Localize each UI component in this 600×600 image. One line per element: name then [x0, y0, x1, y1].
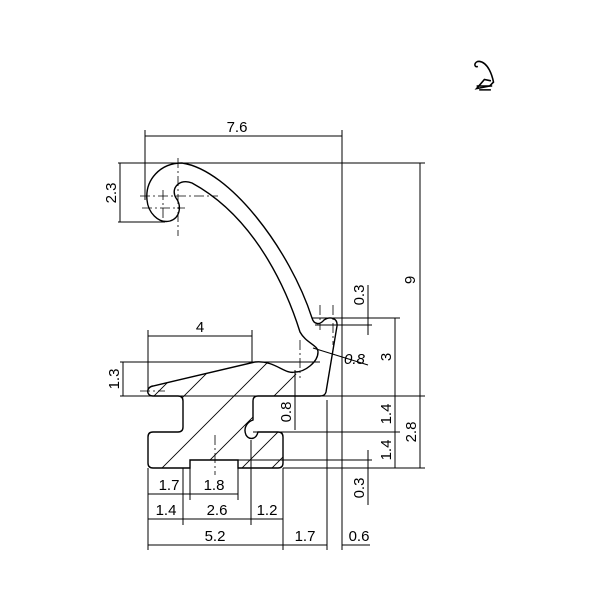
dim-right-offset: 0.6	[349, 528, 370, 545]
dim-slope-height: 1.3	[106, 369, 123, 390]
dim-slope-length: 4	[196, 319, 204, 336]
dim-neck-width: 2.6	[207, 502, 228, 519]
dim-base-width: 5.2	[205, 528, 226, 545]
dim-hook-height: 2.3	[103, 183, 120, 204]
dim-lower-base: 1.4	[378, 440, 395, 461]
dim-tip-height: 3	[378, 353, 395, 361]
dim-tip-offset: 0.3	[351, 285, 368, 306]
dim-right-flange: 1.2	[257, 502, 278, 519]
dim-overall-height: 9	[402, 276, 419, 284]
dimension-lines	[118, 130, 425, 550]
dim-recess-width: 1.8	[204, 477, 225, 494]
dim-right-gap: 1.7	[295, 528, 316, 545]
dim-upper-base: 1.4	[378, 404, 395, 425]
dim-left-step: 1.7	[159, 477, 180, 494]
dim-radius: 0.8	[344, 351, 366, 368]
profile-thumbnail-icon	[474, 60, 495, 91]
dim-left-flange: 1.4	[156, 502, 177, 519]
dim-base-height: 2.8	[403, 422, 420, 443]
dimension-labels: 7.6 2.3 9 0.3 3 0.8 4 1.3 0.8 1.4 1.4 2.…	[103, 119, 420, 545]
seal-profile	[146, 162, 338, 469]
dim-overall-width: 7.6	[227, 119, 248, 136]
dim-bump-height: 0.8	[278, 402, 295, 423]
dim-step-depth: 0.3	[351, 478, 368, 499]
